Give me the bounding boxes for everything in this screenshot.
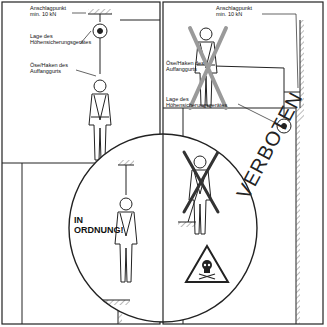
callout-label: Lage des Höhensicherungsgerätes — [30, 33, 100, 46]
left-person — [89, 80, 111, 160]
status-label: IN ORDNUNG! — [74, 215, 134, 236]
detail-circle — [69, 134, 257, 322]
callout-label: Öse/Haken des Auffanggurts — [30, 62, 78, 75]
callout-label: Anschlagpunkt min. 10 kN — [216, 5, 260, 18]
callout-label: Anschlagpunkt min. 10 kN — [30, 5, 74, 18]
callout-label: Öse/Haken des Auffanggurts — [166, 60, 214, 73]
left-anchor-device — [93, 14, 107, 74]
callout-label: Lage des Höhensicherungsgerätes — [166, 96, 238, 109]
